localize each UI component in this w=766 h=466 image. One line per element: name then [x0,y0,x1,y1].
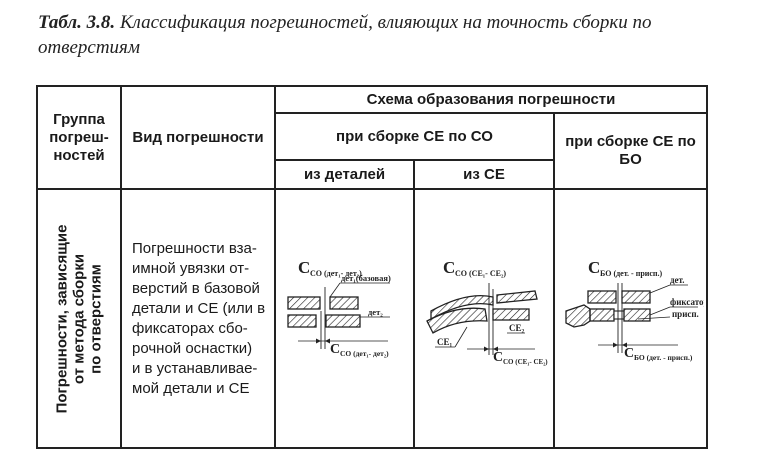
kind-line: рочной оснастки) [132,339,253,357]
s1-upper-right [329,295,359,310]
kind-line: детали и СЕ (или в [132,299,266,317]
scheme-from-se: С СО (СЕ₁- СЕ₂) СЕ₂ СЕ₁ С [413,188,555,449]
s1-label-det: дет₂ [368,307,383,317]
s3-bottom-sub: БО (дет. - присп.) [634,353,693,362]
s1-lower-right [325,313,361,328]
s2-main-sub: СО (СЕ₁- СЕ₂) [455,269,506,278]
s2-label-se2: СЕ₂ [509,323,525,333]
kind-line: и в устанавливае- [132,359,258,377]
header-from-se: из СЕ [413,159,555,190]
kind-line: верстий в базовой [132,279,260,297]
header-from-details: из деталей [274,159,415,190]
scheme-from-details: С СО (дет₁- дет₂) дет₁(базовая) дет₂ [274,188,415,449]
scheme-se-diagram: С СО (СЕ₁- СЕ₂) СЕ₂ СЕ₁ С [426,258,548,366]
s3-upper-left [586,289,617,304]
group-line: по отверстиям [87,263,105,374]
header-se-co: при сборке СЕ по СО [274,112,555,161]
s3-lower-left [588,307,615,322]
scheme-se-bo: С БО (дет. - присп.) дет. фиксатор присп… [552,188,709,449]
group-text: Погрешности, зависящие от метода сборки … [54,224,105,413]
s3-label-fix2: присп. [672,309,699,319]
kind-line: имной увязки от- [132,259,250,277]
header-se-bo: при сборке СЕ по БО [552,112,709,190]
scheme-bo-diagram: С БО (дет. - присп.) дет. фиксатор присп… [564,258,704,362]
s2-label-se1: СЕ₁ [437,337,453,347]
s1-main-sub: СО (дет₁- дет₂) [310,269,362,278]
header-kind: Вид погрешности [120,85,276,190]
s1-label-base: дет₁(базовая) [341,273,391,283]
s2-lower-left [426,307,488,334]
kind-line: Погрешности вза- [132,239,257,257]
group-line: от метода сборки [70,253,88,384]
header-group: Группа погреш-ностей [36,85,122,190]
s3-upper-right [620,289,651,304]
caption-number: Табл. 3.8. [38,12,116,33]
s1-bottom-sym: С [330,342,340,357]
header-scheme: Схема образования погрешности [273,85,709,114]
kind-cell: Погрешности вза- имной увязки от- версти… [120,188,276,449]
s2-bottom-sub: СО (СЕ₁- СЕ₂) [503,358,548,366]
s1-bottom-sub: СО (дет₁- дет₂) [340,349,389,358]
scheme-details-diagram: С СО (дет₁- дет₂) дет₁(базовая) дет₂ [287,258,391,358]
table-caption: Табл. 3.8. Классификация погрешностей, в… [38,10,738,60]
s1-main-sym: С [298,258,310,277]
s3-bottom-sym: С [624,346,634,361]
s3-label-det: дет. [670,275,685,285]
s3-lower-right [622,307,651,322]
s3-main-sym: С [588,258,600,277]
group-cell: Погрешности, зависящие от метода сборки … [36,188,122,449]
s3-main-sub: БО (дет. - присп.) [600,269,663,278]
s2-upper-right [496,289,538,304]
classification-table: Группа погреш-ностей Вид погрешности Схе… [36,85,709,449]
s2-bottom-sym: С [493,350,503,365]
s3-label-fix1: фиксатор [670,297,704,307]
s2-lower-right [492,307,530,321]
s1-upper-left [287,295,321,310]
s1-lower-left [287,313,317,328]
s3-fixator [612,309,625,320]
kind-line: мой детали и СЕ [132,379,250,397]
s3-fixture-body [564,303,591,328]
s2-main-sym: С [443,258,455,277]
group-line: Погрешности, зависящие [53,224,71,413]
caption-title: Классификация погрешностей, влияющих на … [38,12,652,58]
kind-line: фиксаторах сбо- [132,319,248,337]
